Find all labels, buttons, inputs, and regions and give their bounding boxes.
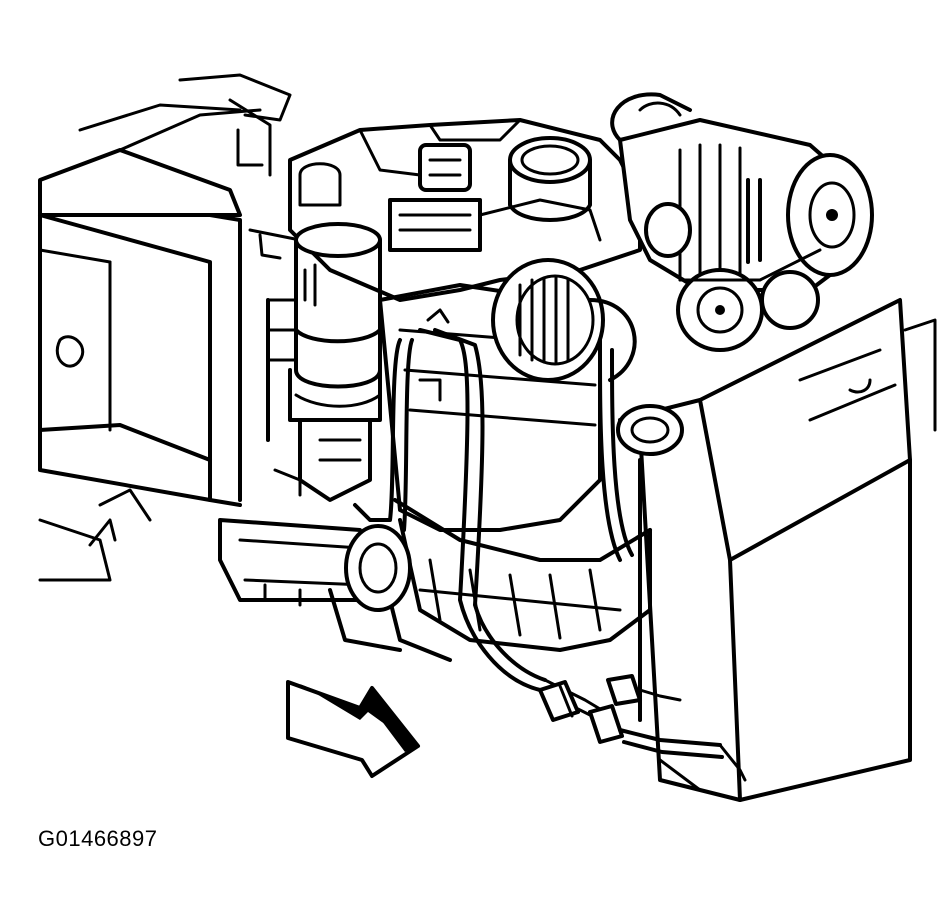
- ac-compressor: [610, 92, 874, 292]
- front-direction-arrow: [286, 680, 420, 778]
- radiator: [616, 298, 937, 802]
- belt-and-pulleys: [644, 178, 822, 352]
- line-fittings: [538, 674, 747, 782]
- canister-assembly: [266, 222, 382, 502]
- left-fender-panel: [38, 73, 292, 582]
- figure-id-label: G01466897: [38, 826, 158, 851]
- cooler-lines: [353, 308, 634, 722]
- alternator: [491, 258, 637, 382]
- starter-motor: [218, 518, 412, 652]
- intake-manifold: [248, 118, 642, 302]
